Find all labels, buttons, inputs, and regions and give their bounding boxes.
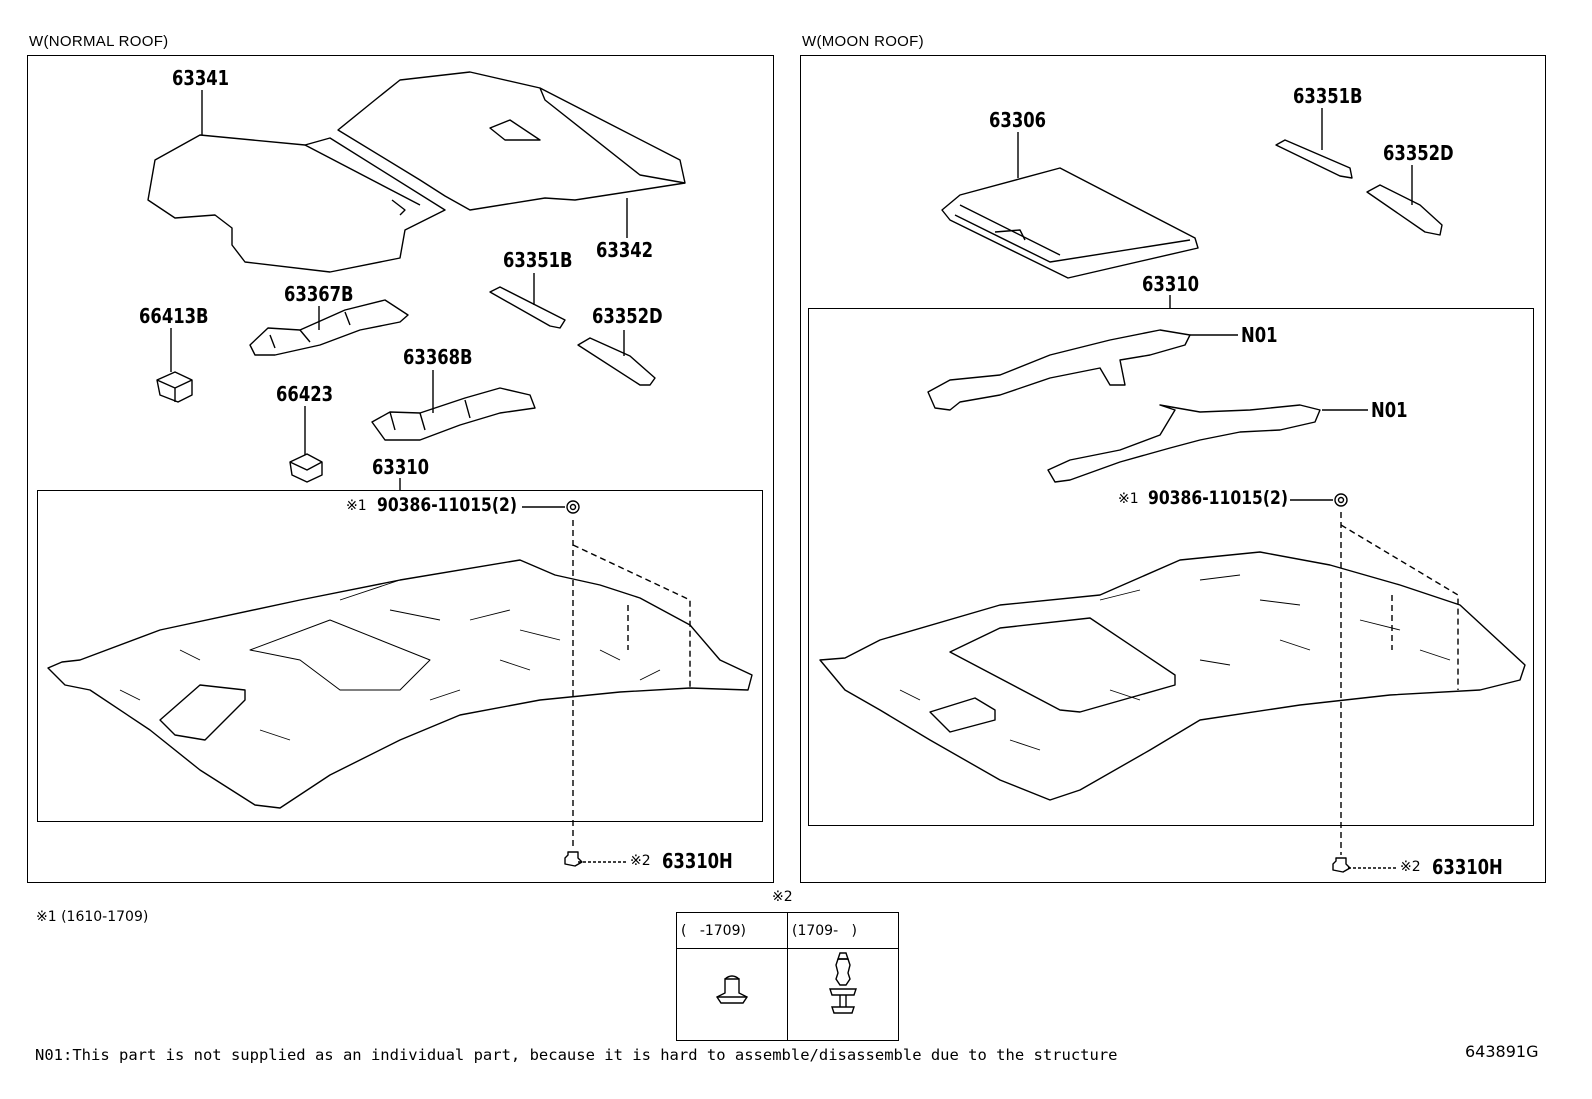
right-leader-lines [1017, 108, 1413, 869]
part-label-n01-upper[interactable]: N01 [1241, 323, 1278, 347]
variant-header-before: ( -1709) [676, 912, 788, 949]
part-label-66413b[interactable]: 66413B [139, 304, 209, 328]
old-fastener-icon [715, 975, 749, 1004]
part-label-63310h-moon[interactable]: 63310H [1432, 855, 1503, 879]
strip-63352d-shape [577, 337, 656, 386]
left-leader-lines [170, 90, 628, 863]
left-diagram-frame [27, 55, 774, 883]
part-label-63310h[interactable]: 63310H [662, 849, 733, 873]
part-label-63367b[interactable]: 63367B [284, 282, 354, 306]
part-label-90386-11015-moon[interactable]: 90386-11015(2) [1148, 487, 1288, 509]
clip-note-mark-moon: ※1 [1118, 491, 1139, 507]
left-clip-top-shape [566, 500, 580, 514]
part-label-63306[interactable]: 63306 [989, 108, 1047, 132]
strip-63351b-shape [489, 286, 566, 329]
variant-header-after: (1709- ) [787, 912, 899, 949]
bracket-63368b-shape [371, 387, 536, 441]
fastener-note-mark-moon: ※2 [1400, 859, 1421, 875]
part-label-63310-moon[interactable]: 63310 [1142, 272, 1200, 296]
clip-66423-shape [289, 453, 323, 483]
part-label-66423[interactable]: 66423 [276, 382, 334, 406]
right-bracket-n01-b-shape [1047, 404, 1321, 483]
clip-note-mark: ※1 [346, 498, 367, 514]
part-label-63351b[interactable]: 63351B [503, 248, 573, 272]
part-label-90386-11015[interactable]: 90386-11015(2) [377, 494, 517, 516]
variant-old-fastener [676, 948, 788, 1041]
right-section-title: W(MOON ROOF) [802, 33, 924, 50]
right-clip-top-shape [1334, 493, 1348, 507]
note-2-mark: ※2 [772, 889, 793, 905]
insulator-63342-shape [337, 71, 686, 211]
left-section-title: W(NORMAL ROOF) [29, 33, 169, 50]
right-headlining-box [808, 308, 1534, 826]
right-diagram-frame [800, 55, 1546, 883]
part-label-63310[interactable]: 63310 [372, 455, 430, 479]
fastener-note-mark: ※2 [630, 853, 651, 869]
part-label-n01-lower[interactable]: N01 [1371, 398, 1408, 422]
part-label-63352d-moon[interactable]: 63352D [1383, 141, 1454, 165]
part-label-63341[interactable]: 63341 [172, 66, 230, 90]
footer-note-n01: N01:This part is not supplied as an indi… [35, 1046, 1118, 1064]
new-fastener-icon [829, 952, 857, 1014]
insulator-63341-shape [147, 134, 446, 273]
note-1-date-range: ※1 (1610-1709) [36, 909, 149, 925]
variant-new-fastener [787, 948, 899, 1041]
left-headlining-shape [47, 544, 753, 809]
right-bracket-n01-a-shape [927, 329, 1191, 411]
part-label-63351b-moon[interactable]: 63351B [1293, 84, 1363, 108]
right-strip-63352d-shape [1366, 184, 1443, 236]
diagram-id: 643891G [1465, 1042, 1539, 1061]
right-headlining-shape [819, 524, 1526, 801]
left-headlining-box [37, 490, 763, 822]
sunshade-63306-shape [941, 167, 1199, 279]
part-label-63368b[interactable]: 63368B [403, 345, 473, 369]
variant-header-before-text: ( -1709) [681, 922, 746, 939]
left-fastener-shape [564, 851, 583, 867]
right-strip-63351b-shape [1275, 139, 1353, 179]
variant-header-after-text: (1709- ) [792, 922, 857, 939]
clip-66413b-shape [156, 371, 193, 403]
right-fastener-shape [1332, 857, 1351, 873]
part-label-63352d[interactable]: 63352D [592, 304, 663, 328]
bracket-63367b-shape [249, 299, 409, 356]
fastener-variant-table: ( -1709) (1709- ) [676, 912, 899, 1041]
part-label-63342[interactable]: 63342 [596, 238, 654, 262]
